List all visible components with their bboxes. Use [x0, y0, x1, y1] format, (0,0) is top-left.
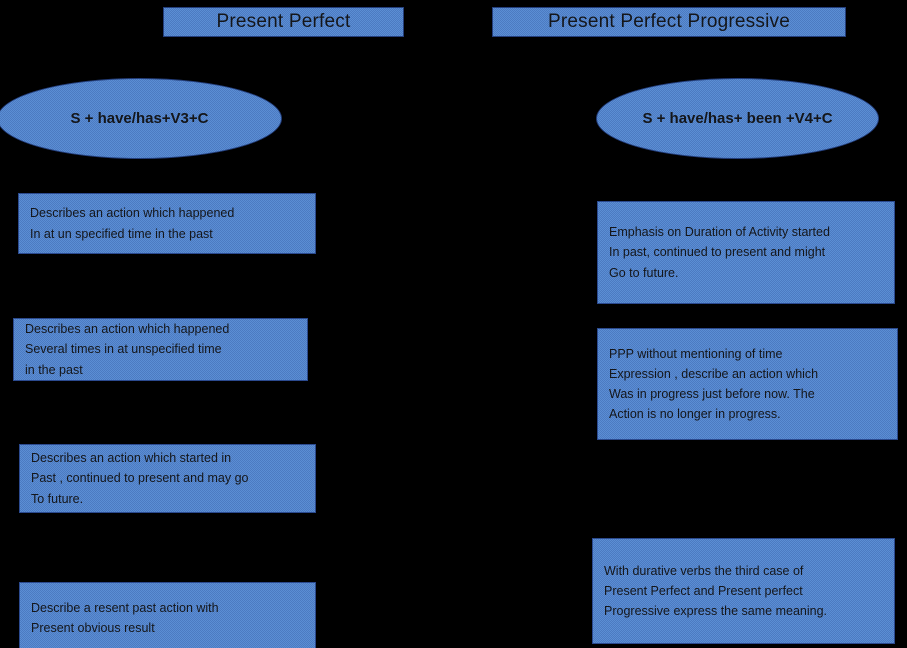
- usage-box-right-1-text: Emphasis on Duration of Activity started…: [609, 225, 830, 280]
- usage-box-right-2-text: PPP without mentioning of time Expressio…: [609, 346, 819, 422]
- usage-box-left-4: Describe a resent past action with Prese…: [19, 582, 316, 648]
- formula-ellipse-present-perfect: S + have/has+V3+C: [0, 78, 282, 159]
- formula-ellipse-present-perfect-progressive-label: S + have/has+ been +V4+C: [642, 110, 833, 127]
- usage-box-left-1: Describes an action which happened In at…: [18, 193, 316, 254]
- usage-box-left-1-text: Describes an action which happened In at…: [30, 206, 235, 241]
- column-title-present-perfect-progressive-label: Present Perfect Progressive: [548, 11, 790, 32]
- column-title-present-perfect: Present Perfect: [163, 7, 404, 37]
- usage-box-left-4-text: Describe a resent past action with Prese…: [31, 600, 219, 635]
- usage-box-left-3-text: Describes an action which started in Pas…: [31, 451, 249, 506]
- usage-box-left-2-text: Describes an action which happened Sever…: [25, 322, 230, 377]
- column-title-present-perfect-progressive: Present Perfect Progressive: [492, 7, 846, 37]
- usage-box-left-3: Describes an action which started in Pas…: [19, 444, 316, 513]
- usage-box-right-2: PPP without mentioning of time Expressio…: [597, 328, 898, 440]
- column-title-present-perfect-label: Present Perfect: [216, 11, 351, 32]
- usage-box-right-3-text: With durative verbs the third case of Pr…: [604, 563, 828, 619]
- usage-box-left-2: Describes an action which happened Sever…: [13, 318, 308, 381]
- usage-box-right-1: Emphasis on Duration of Activity started…: [597, 201, 895, 304]
- formula-ellipse-present-perfect-progressive: S + have/has+ been +V4+C: [596, 78, 879, 159]
- usage-box-right-3: With durative verbs the third case of Pr…: [592, 538, 895, 644]
- formula-ellipse-present-perfect-label: S + have/has+V3+C: [70, 110, 209, 127]
